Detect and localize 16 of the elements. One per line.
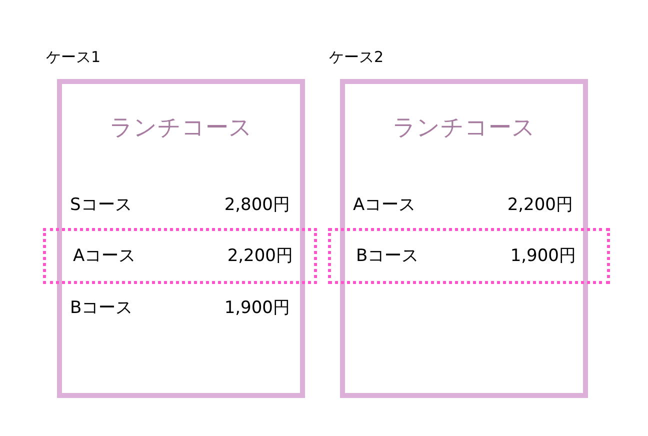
- course-price: 2,200円: [227, 245, 293, 267]
- course-name: Aコース: [73, 245, 136, 267]
- course-price: 1,900円: [510, 245, 576, 267]
- menu-title: ランチコース: [392, 114, 536, 143]
- case-heading: ケース2: [329, 48, 384, 67]
- menu-title: ランチコース: [108, 114, 254, 143]
- course-name: Sコース: [70, 194, 132, 216]
- course-price: 1,900円: [224, 297, 290, 319]
- course-price: 2,200円: [507, 194, 573, 216]
- course-name: Aコース: [353, 194, 416, 216]
- course-price: 2,800円: [224, 194, 290, 216]
- course-name: Bコース: [70, 297, 133, 319]
- highlight-box: [43, 228, 317, 284]
- case-heading: ケース1: [46, 48, 101, 67]
- highlight-box: [328, 228, 610, 284]
- course-name: Bコース: [356, 245, 419, 267]
